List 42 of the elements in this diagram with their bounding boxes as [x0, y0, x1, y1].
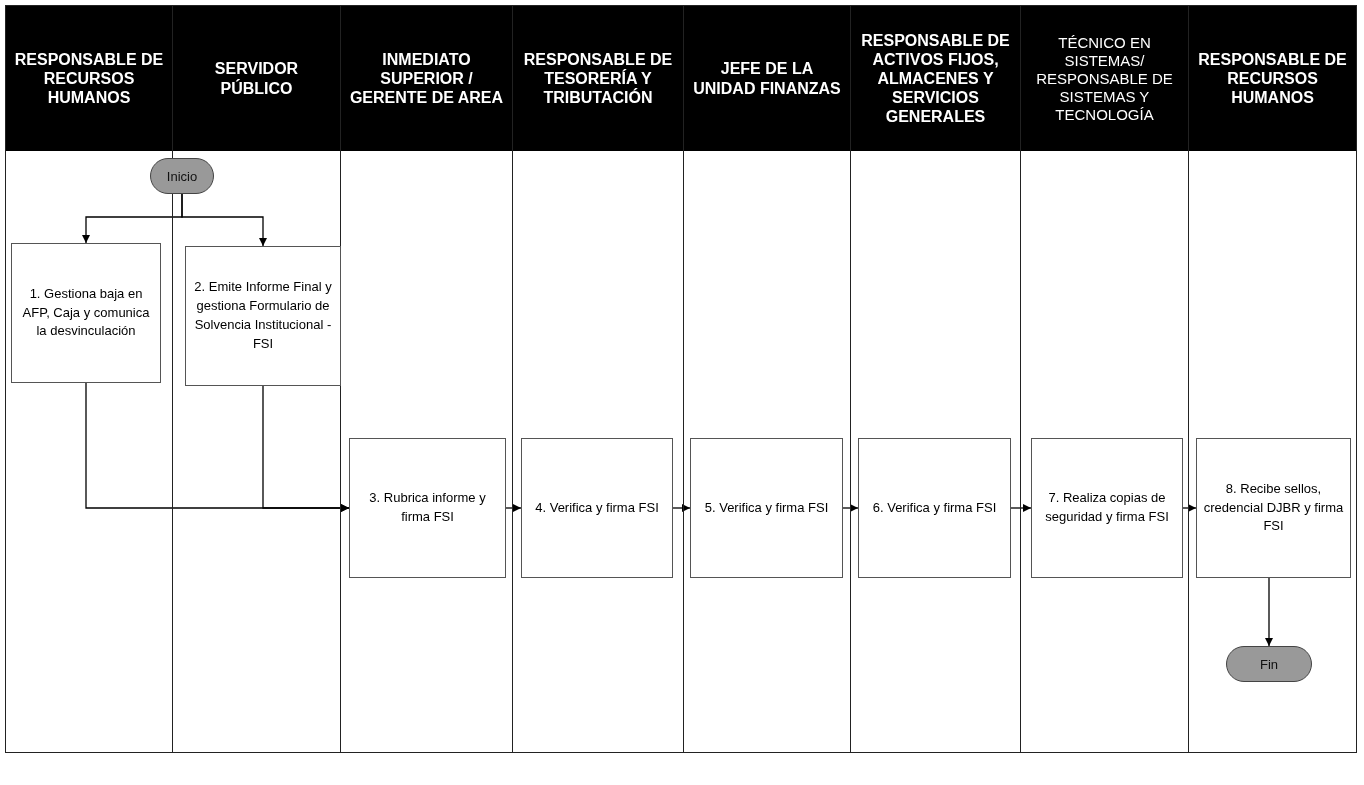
arrow: [842, 504, 859, 512]
arrow: [1265, 577, 1273, 647]
lane-header: INMEDIATO SUPERIOR / GERENTE DE AREA: [348, 49, 505, 108]
process-label: 1. Gestiona baja en AFP, Caja y comunica la desvinculación: [21, 284, 151, 341]
process-box: [1196, 438, 1351, 578]
arrow: [1182, 504, 1197, 512]
process-box: [690, 438, 843, 578]
lane-header: RESPONSABLE DE RECURSOS HUMANOS: [13, 49, 165, 108]
lane-header: RESPONSABLE DE RECURSOS HUMANOS: [1197, 49, 1348, 108]
arrow: [672, 504, 691, 512]
terminal-label: Inicio: [166, 168, 198, 184]
swimlane: [1020, 5, 1188, 753]
lane-header: JEFE DE LA UNIDAD FINANZAS: [692, 59, 842, 98]
lane-header: SERVIDOR PÚBLICO: [213, 59, 300, 98]
process-label: 7. Realiza copias de seguridad y firma FSI: [1044, 489, 1170, 526]
process-label: 4. Verifica y firma FSI: [534, 498, 660, 517]
process-label: 6. Verifica y firma FSI: [871, 498, 998, 517]
lane-header: TÉCNICO EN SISTEMAS/ RESPONSABLE DE SISTEMAS Y TECNOLOGÍA: [1035, 33, 1174, 124]
process-box: [11, 243, 161, 383]
lane-header: RESPONSABLE DE ACTIVOS FIJOS, ALMACENES Y SERVICIOS GENERALES: [860, 30, 1011, 127]
swimlane: [850, 5, 1020, 753]
swimlane: [340, 5, 512, 753]
process-label: 5. Verifica y firma FSI: [703, 498, 830, 517]
lane-header: RESPONSABLE DE TESORERÍA Y TRIBUTACIÓN: [522, 49, 674, 108]
swimlane: [512, 5, 683, 753]
arrow: [505, 504, 522, 512]
process-box: [1031, 438, 1183, 578]
terminal-pill: [1226, 646, 1312, 682]
arrow: [181, 193, 267, 247]
terminal-label: Fin: [1259, 656, 1279, 672]
process-box: [521, 438, 673, 578]
process-box: [185, 246, 341, 386]
process-box: [349, 438, 506, 578]
process-label: 2. Emite Informe Final y gestiona Formulario de Solvencia Institucional - FSI: [193, 278, 333, 353]
swimlane: [683, 5, 850, 753]
process-label: 3. Rubrica informe y firma FSI: [368, 489, 487, 526]
arrow: [262, 385, 350, 512]
process-label: 8. Recibe sellos, credencial DJBR y firma FSI: [1202, 479, 1345, 536]
swimlane: [1188, 5, 1357, 753]
terminal-pill: [150, 158, 214, 194]
process-box: [858, 438, 1011, 578]
arrow: [1010, 504, 1032, 512]
